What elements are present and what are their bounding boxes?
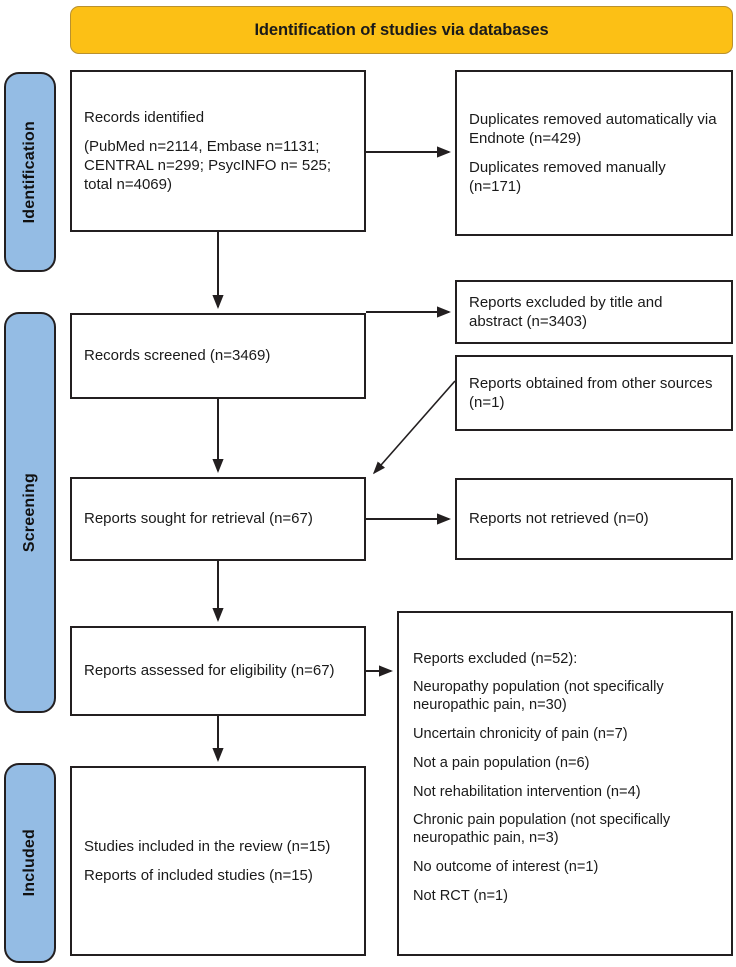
stage-label-identification: Identification xyxy=(21,120,38,224)
reports-excluded-reason: Not a pain population (n=6) xyxy=(413,754,590,771)
box-records-identified: Records identified (PubMed n=2114, Embas… xyxy=(70,70,366,232)
excluded-title-line1: Reports excluded by title and abstract (… xyxy=(469,293,663,330)
stage-bar-screening: Screening xyxy=(4,312,56,713)
arrow-other-sources-to-sought xyxy=(372,380,456,475)
reports-sought-line1: Reports sought for retrieval (n=67) xyxy=(84,510,313,528)
studies-included-line1: Studies included in the review (n=15) xyxy=(84,837,331,855)
reports-excluded-reason: Uncertain chronicity of pain (n=7) xyxy=(413,725,628,742)
other-sources-line1: Reports obtained from other sources (n=1… xyxy=(469,374,713,411)
box-reports-sought-for-retrieval: Reports sought for retrieval (n=67) xyxy=(70,477,366,561)
stage-bar-identification: Identification xyxy=(4,72,56,272)
stage-label-screening: Screening xyxy=(21,472,38,553)
identification-header-banner: Identification of studies via databases xyxy=(70,6,733,54)
records-identified-line1: Records identified xyxy=(84,108,205,126)
box-duplicates-removed: Duplicates removed automatically via End… xyxy=(455,70,733,236)
reports-excluded-reason: Not RCT (n=1) xyxy=(413,887,509,904)
box-reports-not-retrieved: Reports not retrieved (n=0) xyxy=(455,478,733,560)
stage-bar-included: Included xyxy=(4,763,56,963)
records-identified-line2: (PubMed n=2114, Embase n=1131; CENTRAL n… xyxy=(84,137,332,194)
reports-assessed-line1: Reports assessed for eligibility (n=67) xyxy=(84,662,335,680)
reports-excluded-reason: Not rehabilitation intervention (n=4) xyxy=(413,783,641,800)
studies-included-line2: Reports of included studies (n=15) xyxy=(84,867,313,884)
header-title: Identification of studies via databases xyxy=(254,20,549,39)
box-reports-assessed-for-eligibility: Reports assessed for eligibility (n=67) xyxy=(70,626,366,716)
box-reports-excluded-by-title-and-abstract: Reports excluded by title and abstract (… xyxy=(455,280,733,344)
duplicates-removed-line1: Duplicates removed automatically via End… xyxy=(469,110,717,147)
reports-excluded-reason: Neuropathy population (not specifically … xyxy=(413,679,664,714)
reports-excluded-heading: Reports excluded (n=52): xyxy=(413,650,578,667)
reports-excluded-reason: No outcome of interest (n=1) xyxy=(413,858,599,875)
duplicates-removed-line2: Duplicates removed manually (n=171) xyxy=(469,159,666,196)
not-retrieved-line1: Reports not retrieved (n=0) xyxy=(469,510,649,528)
box-reports-excluded: Reports excluded (n=52): Neuropathy popu… xyxy=(397,611,733,956)
box-reports-obtained-from-other-sources: Reports obtained from other sources (n=1… xyxy=(455,355,733,431)
box-records-screened: Records screened (n=3469) xyxy=(70,313,366,399)
records-screened-line1: Records screened (n=3469) xyxy=(84,347,271,365)
reports-excluded-reason: Chronic pain population (not specificall… xyxy=(413,812,671,847)
stage-label-included: Included xyxy=(21,829,38,897)
box-studies-included: Studies included in the review (n=15) Re… xyxy=(70,766,366,956)
